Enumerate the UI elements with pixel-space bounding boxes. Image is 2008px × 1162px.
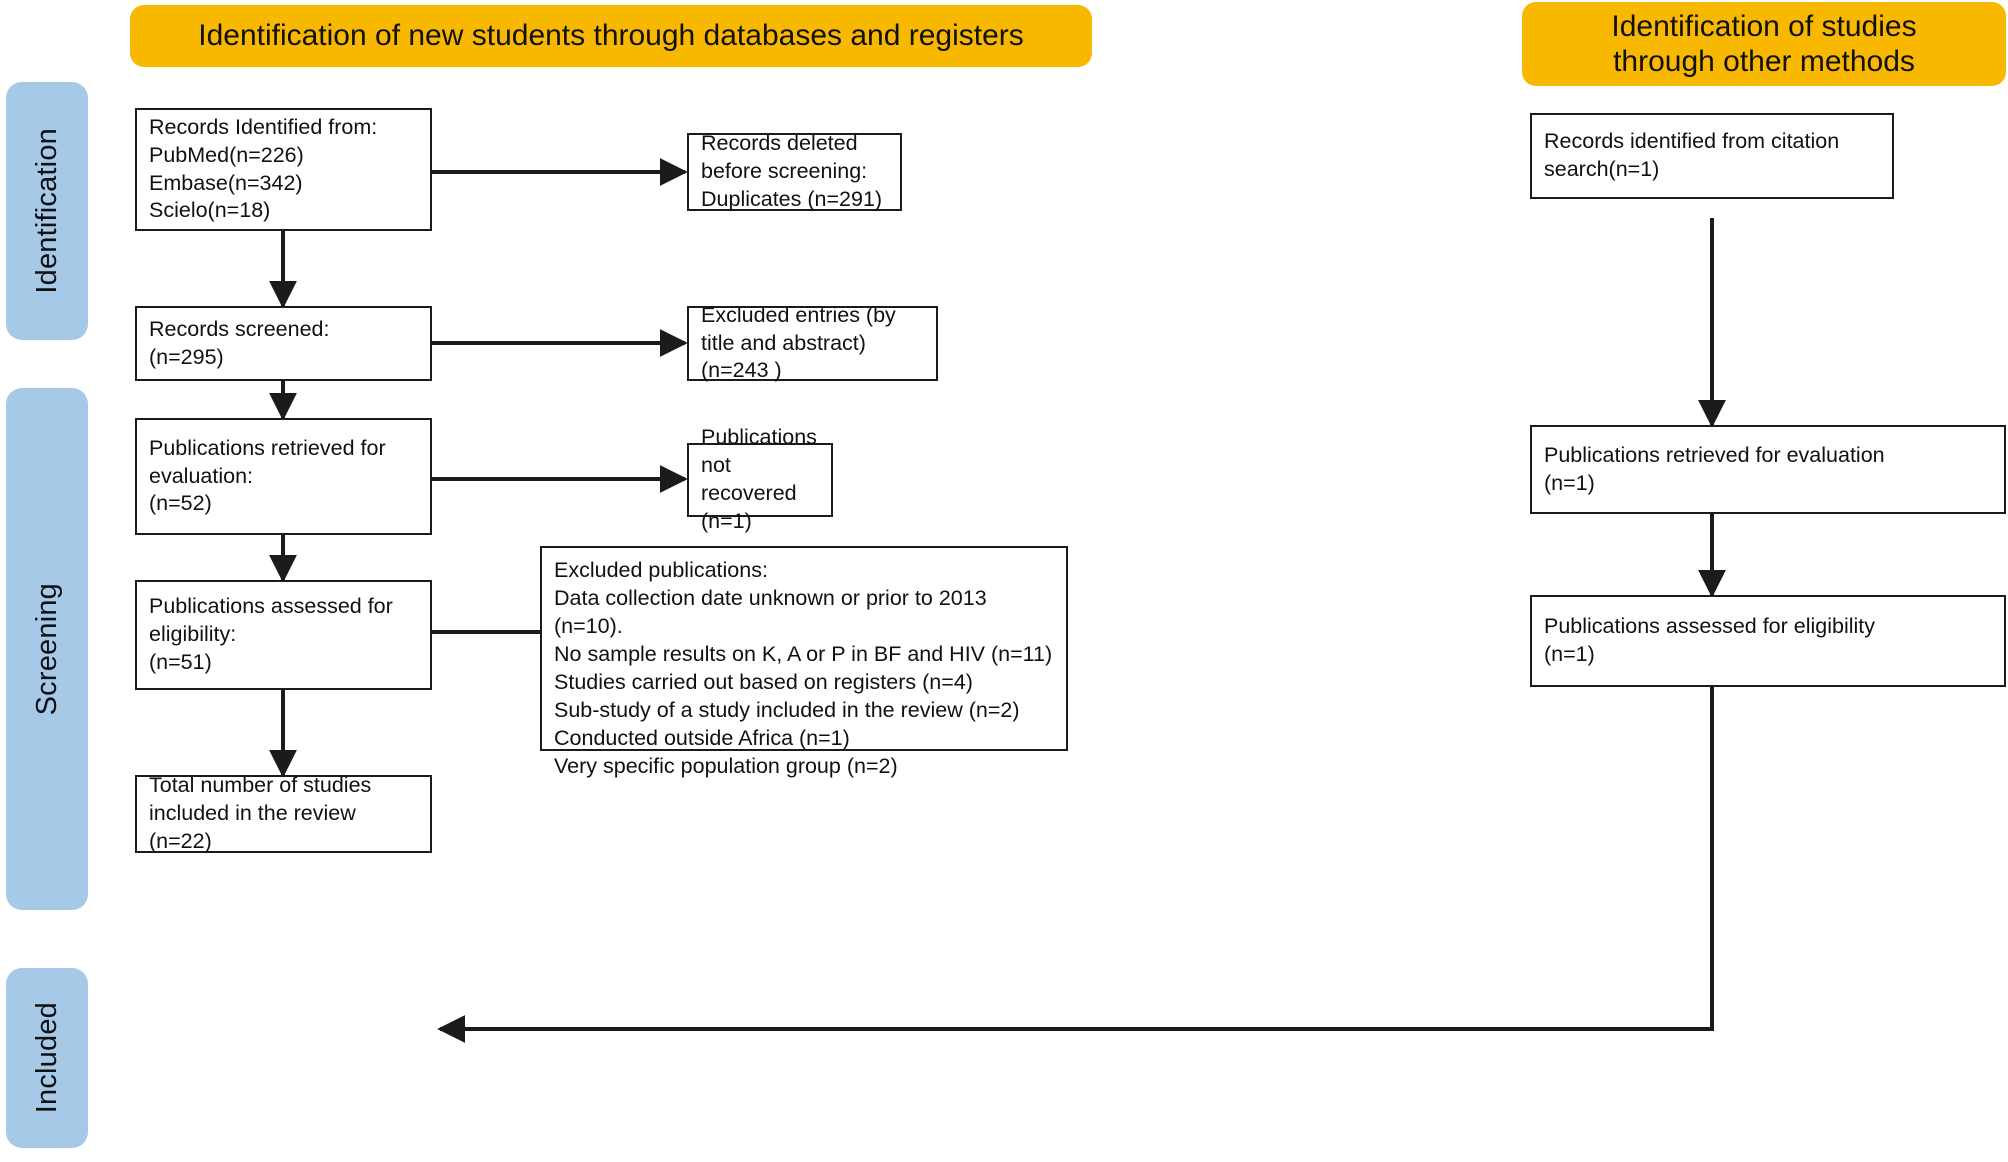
box-publications-retrieved: Publications retrieved for evaluation: (… <box>135 418 432 535</box>
box-total-included: Total number of studies included in the … <box>135 773 432 853</box>
box-records-identified: Records Identified from: PubMed(n=226) E… <box>135 108 432 231</box>
phase-band-identification: Identification <box>6 82 88 340</box>
phase-label-identification: Identification <box>30 128 63 294</box>
box-records-deleted: Records deleted before screening: Duplic… <box>687 131 902 211</box>
phase-band-included: Included <box>6 968 88 1148</box>
box-records-screened: Records screened: (n=295) <box>135 306 432 381</box>
phase-band-screening: Screening <box>6 388 88 910</box>
box-citation-records: Records identified from citation search(… <box>1530 113 1894 199</box>
box-publications-assessed: Publications assessed for eligibility: (… <box>135 580 432 690</box>
box-citation-assessed: Publications assessed for eligibility (n… <box>1530 595 2006 687</box>
section-header-other-methods: Identification of studies through other … <box>1522 2 2006 86</box>
section-header-databases: Identification of new students through d… <box>130 5 1092 67</box>
box-citation-retrieved: Publications retrieved for evaluation (n… <box>1530 425 2006 514</box>
phase-label-included: Included <box>30 1002 63 1114</box>
box-publications-not-recovered: Publications not recovered (n=1) <box>687 425 833 533</box>
phase-label-screening: Screening <box>30 582 63 716</box>
box-excluded-publications: Excluded publications: Data collection d… <box>540 546 1068 778</box>
box-excluded-entries: Excluded entries (by title and abstract)… <box>687 303 938 382</box>
